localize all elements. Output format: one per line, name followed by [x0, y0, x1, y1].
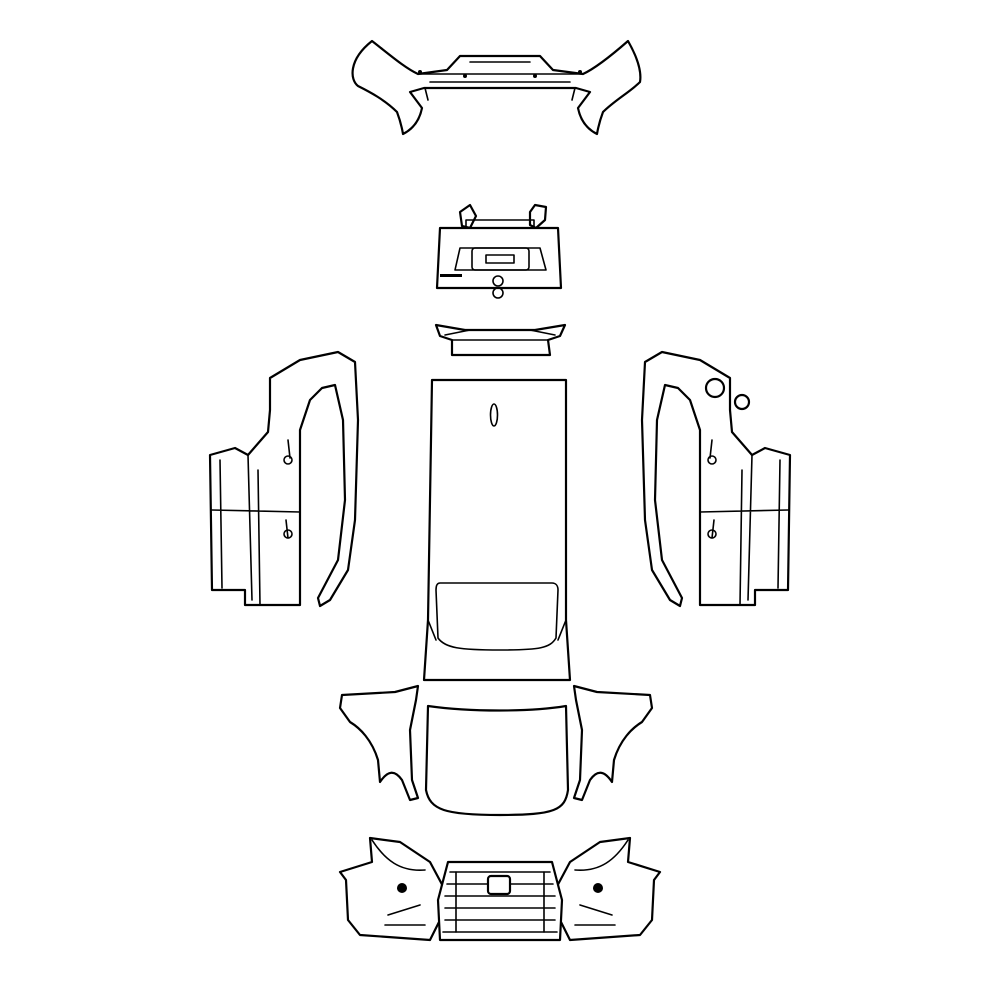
right-quarter-panel [640, 350, 792, 608]
right-front-fender [572, 684, 654, 802]
roof [422, 378, 572, 682]
rear-panel [434, 323, 567, 357]
front-bumper [338, 836, 662, 942]
trunk-lid [435, 203, 563, 299]
left-quarter-panel [208, 350, 360, 608]
hood [424, 704, 570, 817]
left-front-fender [338, 684, 420, 802]
rear-bumper [351, 39, 642, 136]
